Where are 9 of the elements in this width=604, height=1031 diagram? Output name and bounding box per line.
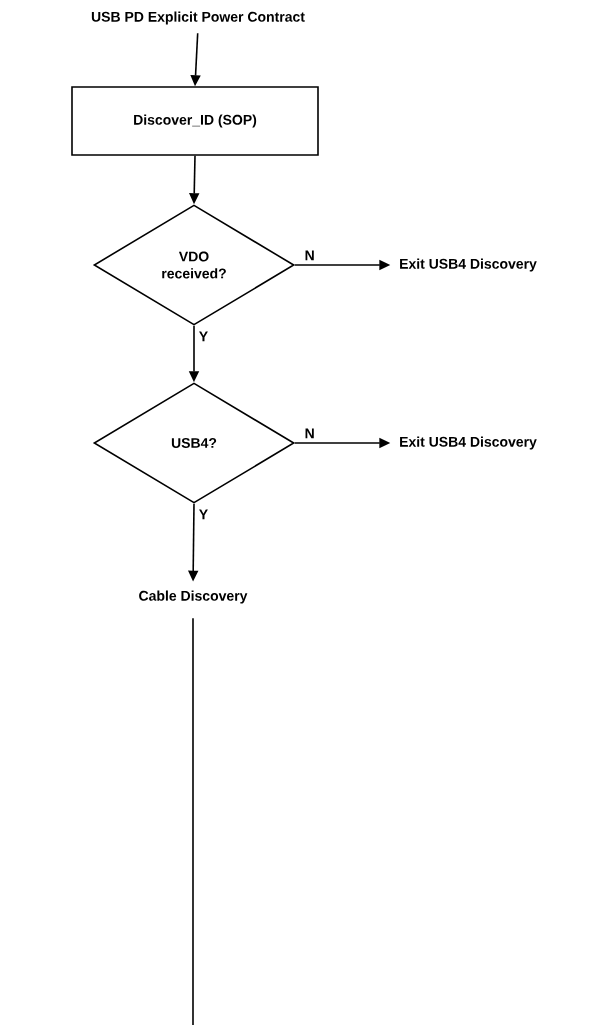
edge-label: Y [199, 331, 208, 342]
flow-text: Exit USB4 Discovery [400, 436, 537, 450]
edge-label: N [305, 428, 314, 439]
flow-text: Cable Discovery [139, 590, 248, 604]
flow-text: USB PD Explicit Power Contract [91, 11, 305, 25]
process-box: Discover_ID (SOP) [71, 86, 319, 156]
edge-label: Y [199, 509, 208, 520]
edge-label: N [305, 250, 314, 261]
flow-text: Exit USB4 Discovery [400, 258, 537, 272]
